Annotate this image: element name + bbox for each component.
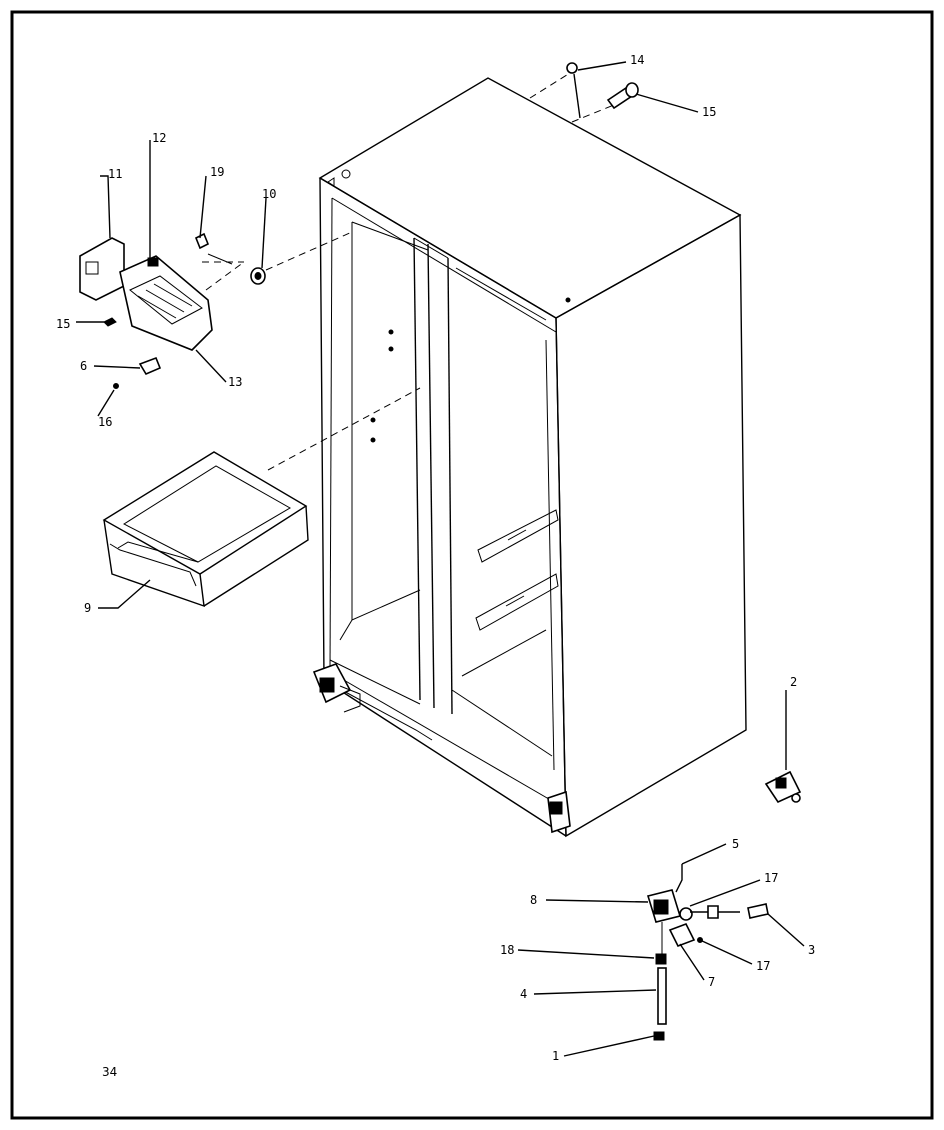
callout-15-left: 15 <box>56 317 70 331</box>
thermistor-15 <box>606 82 639 110</box>
callout-9: 9 <box>84 601 91 615</box>
icemaker-assembly <box>79 232 266 389</box>
front-left-roller <box>312 663 361 713</box>
water-valve-2 <box>764 700 802 804</box>
page-frame <box>10 10 934 1120</box>
callout-19: 19 <box>210 165 224 179</box>
callout-14: 14 <box>630 53 644 67</box>
callout-3: 3 <box>808 943 815 957</box>
callout-17-upper: 17 <box>764 871 778 885</box>
callout-7: 7 <box>708 975 715 989</box>
callout-12: 12 <box>152 131 166 145</box>
top-fasteners <box>566 62 639 119</box>
refrigerator-cabinet <box>312 77 747 838</box>
callout-2: 2 <box>790 675 797 689</box>
front-right-roller <box>547 790 571 834</box>
callout-labels: 1 2 3 4 5 6 7 8 9 10 11 12 13 14 15 15 1… <box>56 53 815 1063</box>
callout-18: 18 <box>500 943 514 957</box>
ice-bucket <box>102 451 309 608</box>
callout-15-top: 15 <box>702 105 716 119</box>
callout-11: 11 <box>108 167 122 181</box>
callout-5: 5 <box>732 837 739 851</box>
callout-10: 10 <box>262 187 276 201</box>
callout-6: 6 <box>80 359 87 373</box>
callout-4: 4 <box>520 987 527 1001</box>
page-number: 34 <box>102 1065 117 1079</box>
callout-1: 1 <box>552 1049 559 1063</box>
water-valve-assembly <box>646 700 802 1041</box>
callout-17-lower: 17 <box>756 959 770 973</box>
callout-leaders <box>76 61 805 1057</box>
callout-13: 13 <box>228 375 242 389</box>
callout-8: 8 <box>530 893 537 907</box>
callout-16: 16 <box>98 415 112 429</box>
